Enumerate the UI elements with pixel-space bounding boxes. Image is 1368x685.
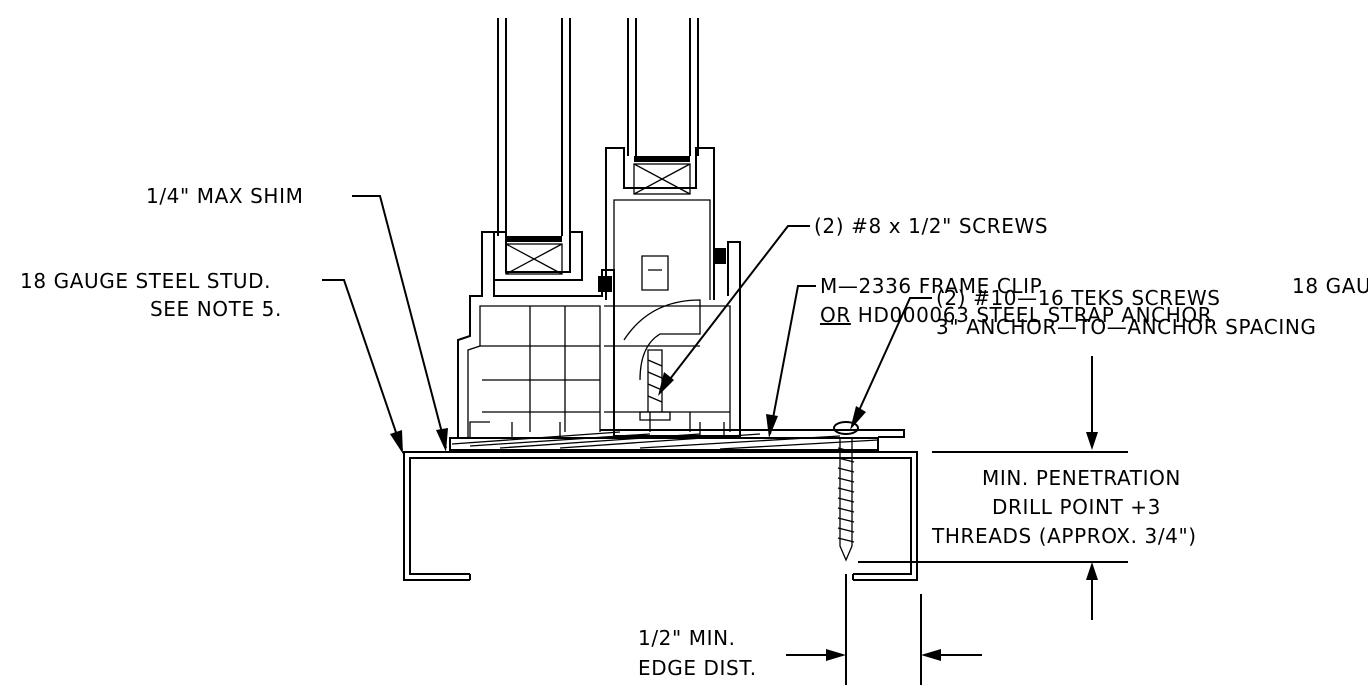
label-edge-line1: 1/2" MIN. xyxy=(638,626,736,650)
label-steel-strap-rest: HD000063 STEEL STRAP ANCHOR xyxy=(851,303,1212,327)
label-steel-strap-or: OR xyxy=(820,303,851,327)
label-penetration-line3: THREADS (APPROX. 3/4") xyxy=(931,524,1197,548)
steel-stud xyxy=(403,451,918,581)
label-screws-8: (2) #8 x 1/2" SCREWS xyxy=(814,214,1048,238)
label-frame-clip: M—2336 FRAME CLIP xyxy=(820,274,1042,298)
teks-screw xyxy=(833,421,859,562)
label-teks-line2: 3" ANCHOR—TO—ANCHOR SPACING xyxy=(936,315,1317,339)
label-stud-line1: 18 GAUGE STEEL STUD. xyxy=(20,269,271,293)
label-penetration-line2: DRILL POINT +3 xyxy=(992,495,1161,519)
shim-and-strap xyxy=(449,429,905,451)
label-teks-line1: (2) #10—16 TEKS SCREWS xyxy=(936,286,1221,310)
label-stud-line2: SEE NOTE 5. xyxy=(150,297,282,321)
window-frame-extrusion xyxy=(457,147,741,438)
label-gauge-cut: 18 GAU xyxy=(1292,274,1368,298)
label-penetration-line1: MIN. PENETRATION xyxy=(982,466,1181,490)
leader-lines xyxy=(322,195,1128,685)
label-max-shim: 1/4" MAX SHIM xyxy=(146,184,303,208)
label-steel-strap: OR HD000063 STEEL STRAP ANCHOR xyxy=(820,303,1212,327)
glass-units xyxy=(497,18,699,236)
label-edge-line2: EDGE DIST. xyxy=(638,656,757,680)
